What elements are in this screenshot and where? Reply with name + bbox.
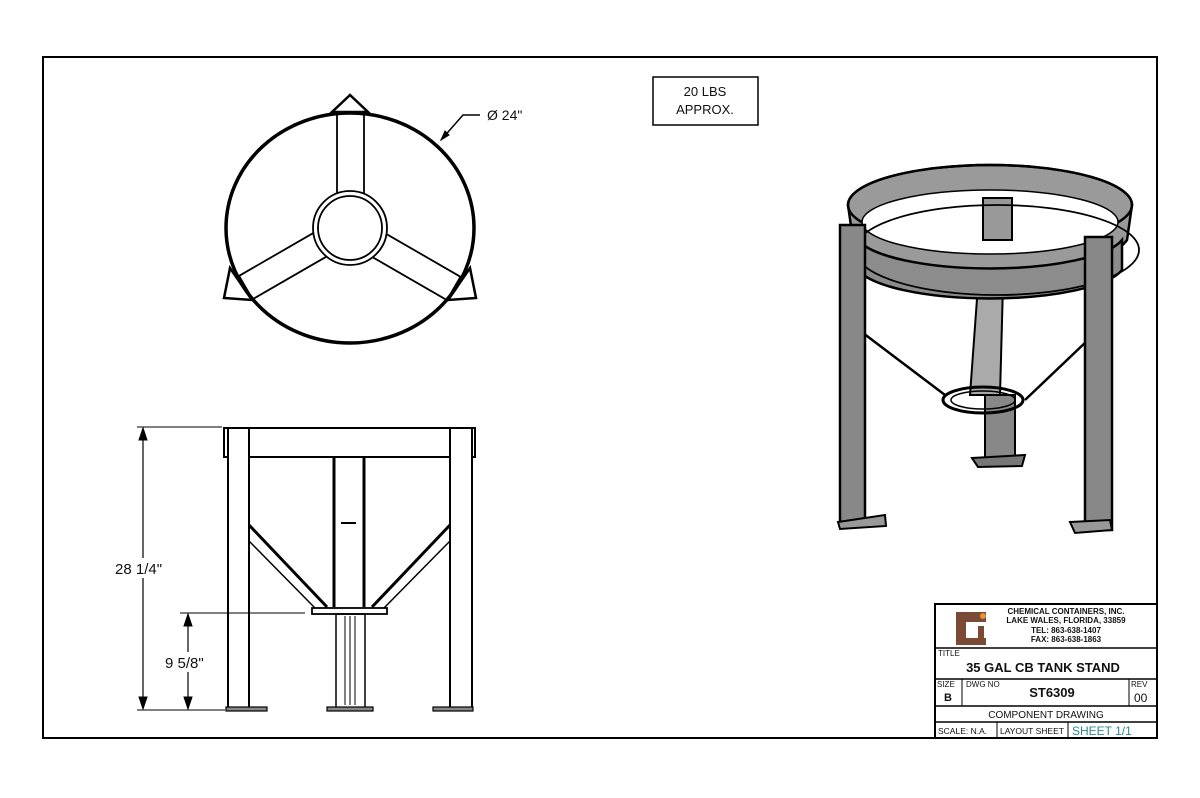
front-view: 28 1/4" 9 5/8" (112, 426, 476, 712)
title-label: TITLE (938, 649, 960, 658)
company-fax: FAX: 863-638-1863 (1031, 635, 1102, 644)
diameter-label: Ø 24" (487, 107, 522, 123)
weight-line2: APPROX. (676, 102, 734, 117)
weight-line1: 20 LBS (684, 84, 727, 99)
sheet-number: SHEET 1/1 (1072, 724, 1132, 738)
layout-sheet: LAYOUT SHEET (1000, 726, 1064, 736)
company-logo (956, 612, 986, 645)
company-tel: TEL: 863-638-1407 (1031, 626, 1101, 635)
top-view: Ø 24" (222, 93, 522, 345)
size-value: B (944, 692, 952, 704)
size-label: SIZE (937, 680, 955, 689)
rev-value: 00 (1134, 691, 1148, 705)
overall-height-label: 28 1/4" (115, 561, 162, 578)
lower-height-label: 9 5/8" (165, 655, 204, 672)
company-address: LAKE WALES, FLORIDA, 33859 (1006, 616, 1126, 625)
rev-label: REV (1131, 680, 1148, 689)
dwg-no-label: DWG NO (966, 680, 1000, 689)
title-block: CHEMICAL CONTAINERS, INC. LAKE WALES, FL… (934, 603, 1158, 739)
company-name: CHEMICAL CONTAINERS, INC. (1007, 607, 1124, 616)
drawing-title: 35 GAL CB TANK STAND (966, 660, 1120, 675)
dwg-no-value: ST6309 (1029, 685, 1075, 700)
scale-value: SCALE: N.A. (938, 726, 987, 736)
sheet-border (42, 56, 1158, 739)
weight-note: 20 LBS APPROX. (652, 76, 759, 126)
isometric-view (836, 163, 1140, 535)
drawing-type: COMPONENT DRAWING (988, 710, 1104, 721)
